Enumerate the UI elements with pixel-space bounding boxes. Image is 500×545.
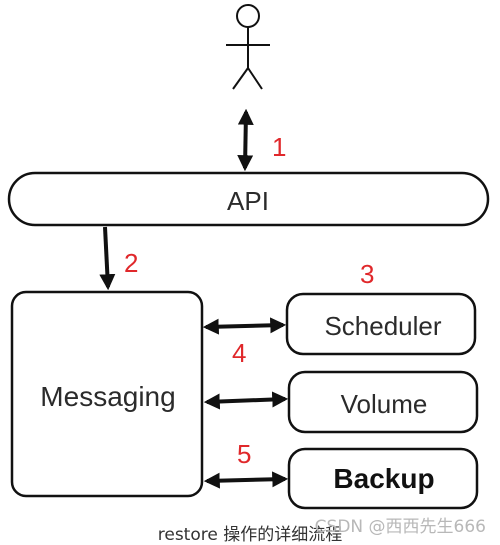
step-2-label: 2 <box>124 248 138 278</box>
messaging-volume-arrow <box>203 391 289 410</box>
messaging-backup-arrow <box>203 471 289 489</box>
step-4-label: 4 <box>232 338 246 368</box>
scheduler-box <box>285 292 477 356</box>
figure-caption: restore 操作的详细流程 <box>157 525 343 545</box>
messaging-box <box>10 290 204 498</box>
messaging-label: Messaging <box>40 381 175 412</box>
api-messaging-arrow <box>99 226 116 291</box>
user-stick-figure-icon <box>226 4 270 90</box>
volume-box <box>287 370 479 434</box>
watermark: CSDN @西西先生666 <box>314 517 486 537</box>
messaging-scheduler-arrow <box>202 317 287 335</box>
actor-api-arrow <box>237 108 254 172</box>
api-label: API <box>227 186 269 216</box>
step-1-label: 1 <box>272 132 286 162</box>
scheduler-label: Scheduler <box>324 311 441 341</box>
api-box <box>7 171 490 227</box>
step-3-label: 3 <box>360 259 374 289</box>
step-5-label: 5 <box>237 439 251 469</box>
volume-label: Volume <box>341 389 428 419</box>
backup-box <box>287 447 479 510</box>
backup-label: Backup <box>333 463 434 494</box>
